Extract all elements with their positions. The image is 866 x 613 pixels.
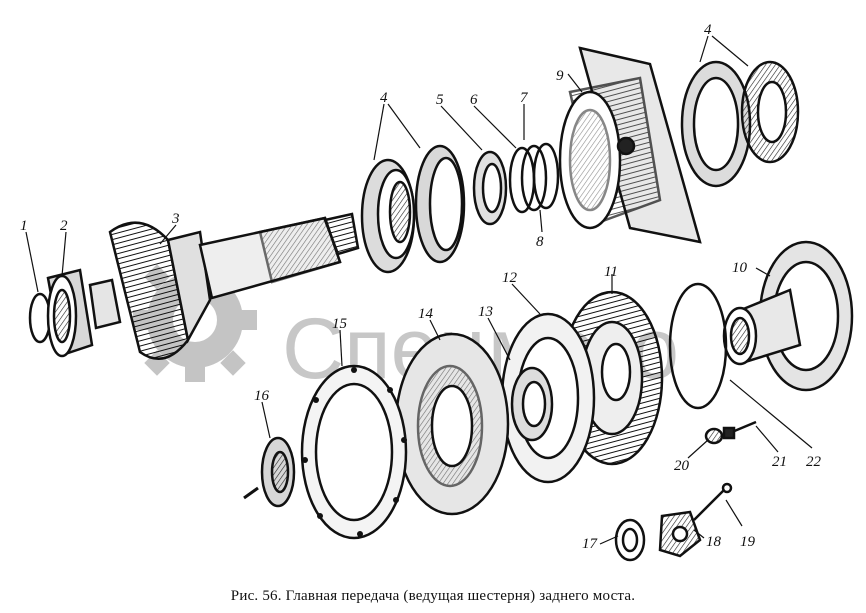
label-6: 6 xyxy=(470,92,478,108)
part-9-bearing-housing xyxy=(558,46,702,244)
part-14-cover xyxy=(394,332,510,516)
figure-caption: Рис. 56. Главная передача (ведущая шесте… xyxy=(230,588,636,604)
label-18: 18 xyxy=(706,534,722,550)
label-11: 11 xyxy=(604,264,618,280)
part-17-washer xyxy=(614,518,646,562)
label-5: 5 xyxy=(436,92,444,108)
part-4-top-bearing xyxy=(680,60,800,188)
label-4a: 4 xyxy=(380,90,388,106)
label-8: 8 xyxy=(536,234,544,250)
label-20: 20 xyxy=(674,458,690,474)
part-19-cotter-pin xyxy=(693,482,733,521)
part-2-bearing xyxy=(46,268,94,358)
label-7: 7 xyxy=(520,90,529,106)
label-3: 3 xyxy=(171,211,180,227)
part-10-companion-flange xyxy=(722,240,854,392)
label-14: 14 xyxy=(418,306,434,322)
label-4b: 4 xyxy=(704,22,712,38)
label-22: 22 xyxy=(806,454,822,470)
part-4-tapered-bearing xyxy=(360,158,416,274)
part-6-7-shims xyxy=(508,142,560,214)
label-9: 9 xyxy=(556,68,564,84)
label-15: 15 xyxy=(332,316,348,332)
label-2: 2 xyxy=(60,218,68,234)
part-18-castle-nut xyxy=(658,510,702,558)
label-10: 10 xyxy=(732,260,748,276)
label-12: 12 xyxy=(502,270,518,286)
part-4-outer-race xyxy=(414,144,466,264)
label-16: 16 xyxy=(254,388,270,404)
label-1: 1 xyxy=(20,218,28,234)
part-15-gasket-ring xyxy=(300,364,408,540)
part-16-lock-plate xyxy=(243,436,296,508)
part-21-bolt xyxy=(722,420,757,440)
leader-lines xyxy=(25,35,813,545)
part-3-drive-pinion xyxy=(88,212,360,360)
part-number-labels: 1 2 3 4 4 5 6 7 8 9 10 11 12 13 14 15 16… xyxy=(20,22,822,552)
part-5-spacer xyxy=(472,150,508,226)
label-19: 19 xyxy=(740,534,756,550)
part-20-nut xyxy=(704,427,724,445)
label-13: 13 xyxy=(478,304,493,320)
label-21: 21 xyxy=(772,454,787,470)
part-13-oil-seal xyxy=(510,366,554,442)
label-17: 17 xyxy=(582,536,599,552)
part-22-lock-ring xyxy=(668,282,728,410)
